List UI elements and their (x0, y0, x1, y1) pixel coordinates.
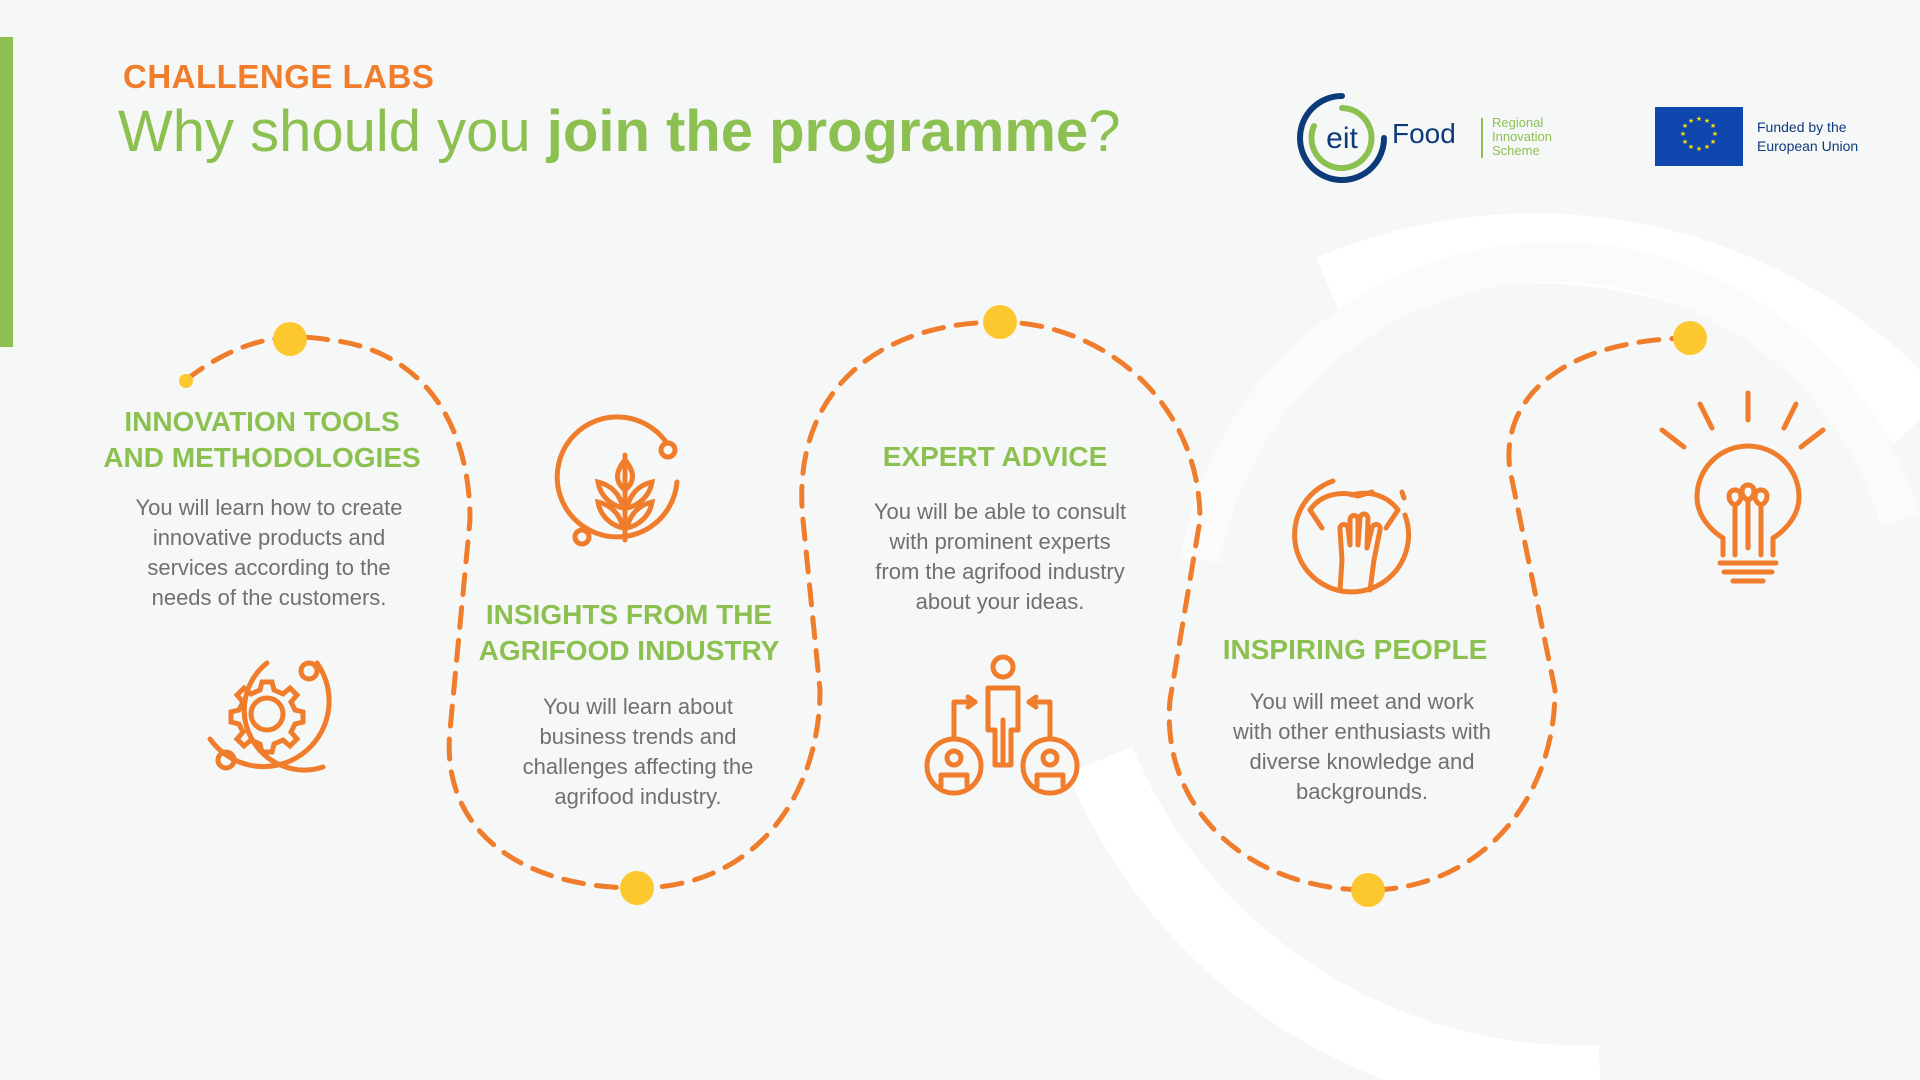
eit-mark: eit (1326, 122, 1358, 155)
eyebrow-label: CHALLENGE LABS (123, 58, 435, 95)
eu-flag-icon: ★★★ ★★★ ★★★ ★★★ (1655, 107, 1743, 166)
gear-icon (207, 660, 332, 773)
step-text-innovation-tools: You will learn how to create innovative … (135, 495, 403, 610)
svg-text:★: ★ (1696, 145, 1702, 153)
path-dot-3 (983, 305, 1017, 339)
hands-together-icon (1292, 478, 1412, 595)
svg-text:★: ★ (1704, 117, 1710, 125)
svg-text:★: ★ (1696, 115, 1702, 123)
svg-text:★: ★ (1710, 138, 1716, 146)
svg-text:★: ★ (1710, 122, 1716, 130)
step-title-innovation-tools: INNOVATION TOOLS AND METHODOLOGIES (103, 406, 421, 473)
path-start-dot (179, 374, 193, 388)
step-title-inspiring-people: INSPIRING PEOPLE (1222, 634, 1488, 665)
svg-text:★: ★ (1682, 122, 1688, 130)
eit-tagline: Regional Innovation Scheme (1492, 115, 1552, 158)
svg-text:★: ★ (1688, 117, 1694, 125)
title-end: ? (1088, 99, 1121, 164)
step-text-expert-advice: You will be able to consult with promine… (873, 499, 1127, 614)
svg-text:★: ★ (1688, 143, 1694, 151)
step-text-agrifood-insights: You will learn about business trends and… (522, 694, 754, 809)
expert-network-icon (924, 654, 1080, 796)
wheat-icon (554, 414, 680, 547)
step-title-expert-advice: EXPERT ADVICE (882, 441, 1108, 472)
eit-food-logo: eit (1297, 93, 1387, 183)
step-title-agrifood-insights: INSIGHTS FROM THE AGRIFOOD INDUSTRY (478, 599, 780, 666)
eit-food-name: Food (1392, 118, 1456, 149)
accent-bar (0, 37, 13, 347)
svg-text:★: ★ (1704, 143, 1710, 151)
journey-path (183, 319, 1693, 893)
path-dot-2 (620, 871, 654, 905)
step-text-inspiring-people: You will meet and work with other enthus… (1232, 689, 1492, 804)
svg-text:★: ★ (1680, 130, 1686, 138)
path-dot-1 (273, 322, 307, 356)
svg-text:★: ★ (1712, 130, 1718, 138)
lightbulb-icon (1659, 390, 1826, 584)
path-dot-4 (1351, 873, 1385, 907)
title-bold: join the programme (546, 99, 1089, 164)
eu-funding-text: Funded by the European Union (1757, 119, 1859, 154)
path-dot-5 (1673, 321, 1707, 355)
logo-divider (1481, 118, 1483, 158)
svg-text:★: ★ (1682, 138, 1688, 146)
title-regular: Why should you (118, 99, 547, 164)
page-title: Why should you join the programme? (118, 98, 1120, 165)
